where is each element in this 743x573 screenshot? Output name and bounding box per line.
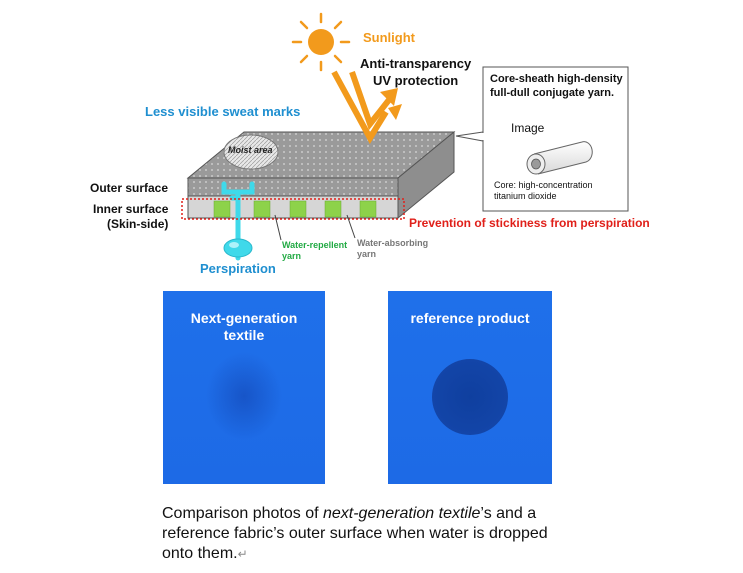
fiber-core-sheath-icon bbox=[526, 141, 593, 175]
water-repellent-yarn-squares bbox=[213, 200, 377, 218]
callout-title-line2: full-dull conjugate yarn. bbox=[490, 87, 615, 99]
perspiration-label: Perspiration bbox=[200, 261, 276, 276]
sun-icon bbox=[291, 12, 351, 72]
caption-part2: ’s and a reference fabric’s outer surfac… bbox=[162, 505, 548, 562]
caption-italic: next-generation textile bbox=[322, 505, 481, 522]
anti-transparency-line1: Anti-transparency bbox=[360, 56, 472, 71]
photo-next-generation-textile: Next-generation textile bbox=[163, 291, 325, 484]
photo-label-next-generation: Next-generation textile bbox=[163, 310, 325, 344]
core-label: Core: high-concentration titanium dioxid… bbox=[494, 180, 593, 202]
water-absorbing-line1: Water-absorbing bbox=[357, 238, 429, 248]
prevention-dotted-box bbox=[181, 198, 405, 220]
inner-surface-line2: (Skin-side) bbox=[107, 217, 169, 231]
less-visible-sweat-label: Less visible sweat marks bbox=[145, 104, 301, 119]
sunlight-arrows bbox=[331, 70, 395, 144]
water-repellent-line1: Water-repellent bbox=[282, 240, 348, 250]
callout-box bbox=[482, 66, 629, 212]
photo-reference-product: reference product bbox=[388, 291, 552, 484]
water-mark-spot bbox=[432, 359, 508, 435]
caption-part1: Comparison photos of bbox=[162, 505, 323, 522]
photo-caption: Comparison photos of next-generation tex… bbox=[162, 504, 582, 564]
moist-area bbox=[223, 134, 279, 170]
water-absorbing-line2: yarn bbox=[357, 249, 377, 259]
callout-title: Core-sheath high-density full-dull conju… bbox=[490, 72, 623, 100]
inner-surface-line1: Inner surface bbox=[93, 202, 169, 216]
water-repellent-label: Water-repellent yarn bbox=[282, 240, 347, 262]
caption-return-mark: ↵ bbox=[237, 547, 248, 561]
callout-image-label: Image bbox=[511, 121, 545, 135]
core-line2: titanium dioxide bbox=[494, 191, 557, 201]
outer-surface-label: Outer surface bbox=[90, 181, 169, 195]
anti-transparency-line2: UV protection bbox=[373, 73, 459, 88]
perspiration-drop bbox=[223, 238, 253, 258]
photo-label-reference-product: reference product bbox=[410, 310, 530, 326]
inner-surface-label: Inner surface (Skin-side) bbox=[93, 202, 168, 232]
prevention-label: Prevention of stickiness from perspirati… bbox=[409, 216, 650, 230]
anti-transparency-label: Anti-transparency UV protection bbox=[360, 55, 471, 89]
sunlight-label: Sunlight bbox=[363, 30, 415, 45]
fabric-outer-layer bbox=[187, 177, 399, 197]
photo-label-next-generation-line2: textile bbox=[223, 327, 265, 343]
photo-label-next-generation-line1: Next-generation bbox=[190, 310, 298, 326]
callout-title-line1: Core-sheath high-density bbox=[490, 73, 623, 85]
textile-diagram bbox=[181, 12, 629, 261]
core-line1: Core: high-concentration bbox=[494, 180, 593, 190]
water-repellent-line2: yarn bbox=[282, 251, 302, 261]
moist-area-label: Moist area bbox=[228, 145, 273, 155]
water-absorbing-label: Water-absorbing yarn bbox=[357, 238, 428, 260]
